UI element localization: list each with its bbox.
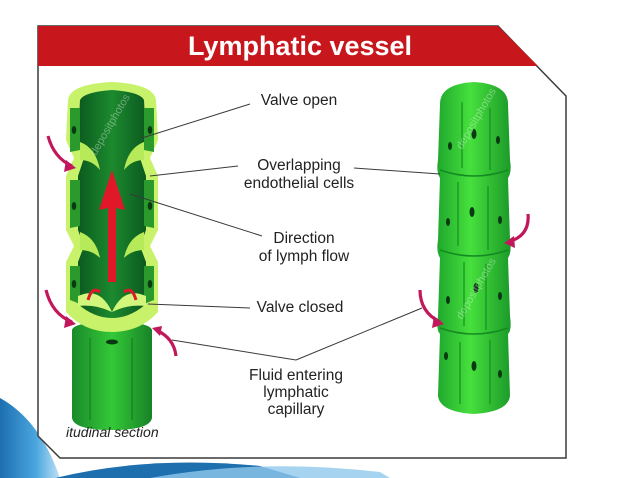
fluid-arrows-left	[44, 135, 178, 357]
label-valve-closed: Valve closed	[257, 299, 344, 316]
title-bar	[38, 26, 538, 66]
slide-decoration	[0, 398, 390, 478]
external-vessel	[437, 82, 511, 414]
label-fluid-line2: lymphatic	[263, 384, 329, 401]
fluid-arrows-right	[418, 213, 530, 328]
label-fluid-line1: Fluid entering	[249, 367, 343, 384]
lymph-flow-arrow	[86, 170, 138, 301]
label-valve-open: Valve open	[261, 92, 337, 109]
label-overlapping-line1: Overlapping	[257, 157, 341, 174]
label-overlapping-line2: endothelial cells	[244, 175, 355, 192]
label-fluid-line3: capillary	[268, 401, 325, 418]
leader-lines	[129, 103, 441, 361]
section-caption: itudinal section	[66, 424, 159, 440]
label-direction-line2: of lymph flow	[259, 248, 350, 265]
label-direction-line1: Direction	[273, 230, 334, 247]
diagram-title: Lymphatic vessel	[188, 31, 412, 61]
